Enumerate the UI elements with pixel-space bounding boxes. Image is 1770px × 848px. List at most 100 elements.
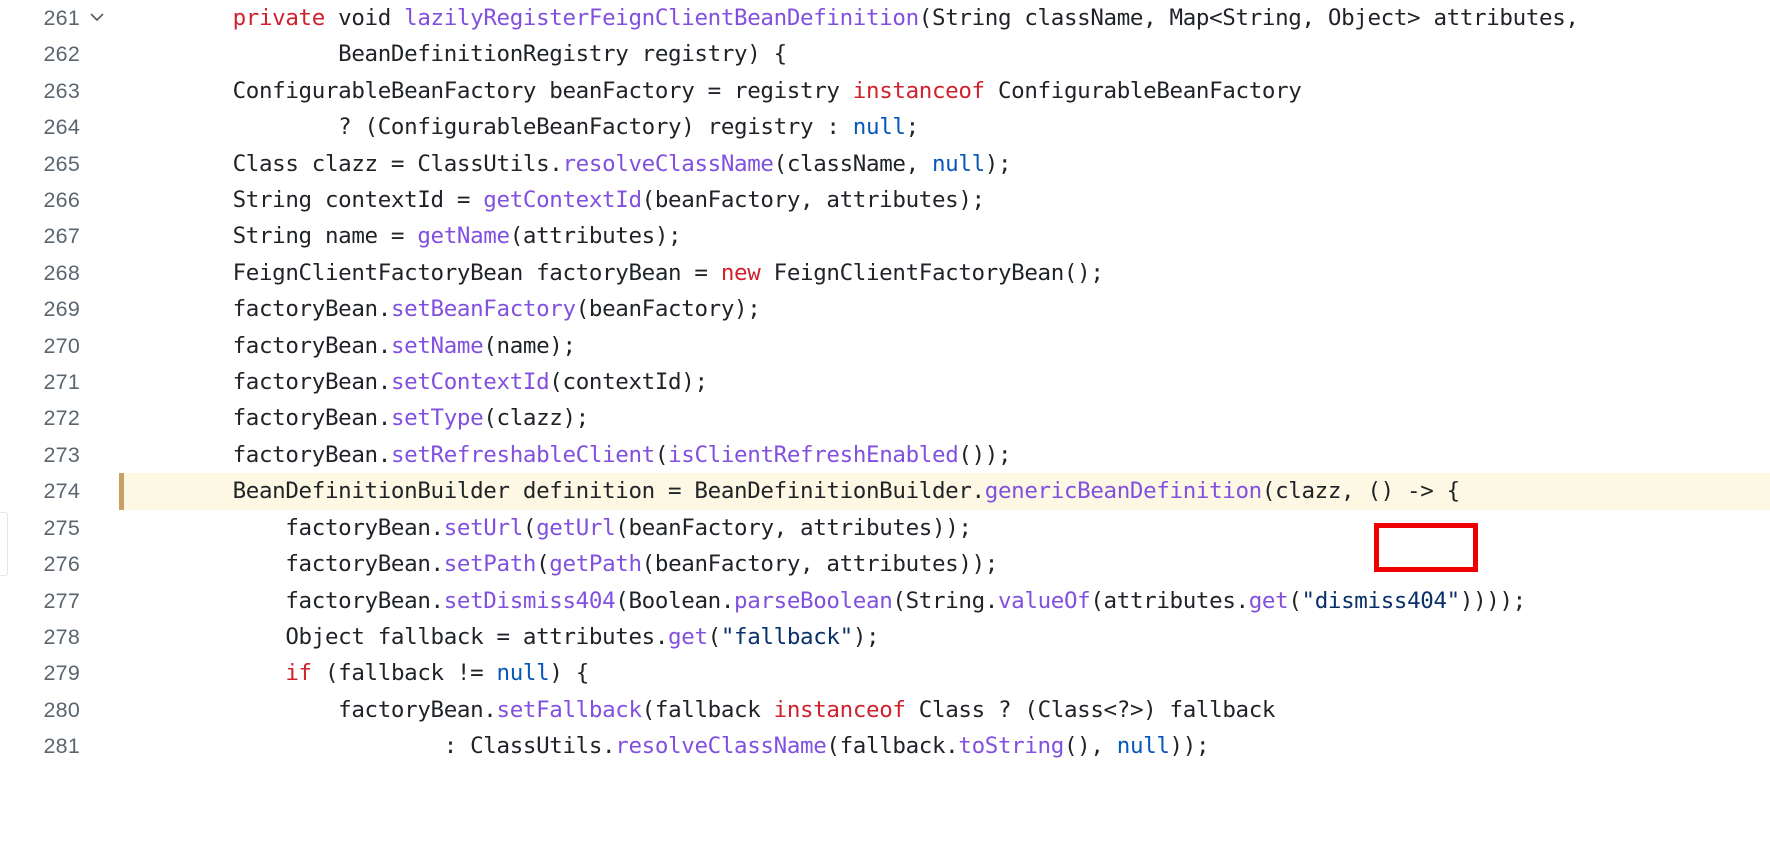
- line-number-gutter[interactable]: 278: [0, 619, 119, 655]
- code-line-row[interactable]: 266 String contextId = getContextId(bean…: [0, 182, 1770, 218]
- line-number-gutter[interactable]: 262: [0, 36, 119, 72]
- code-line-content[interactable]: factoryBean.setDismiss404(Boolean.parseB…: [119, 583, 1770, 619]
- line-number-gutter[interactable]: 267: [0, 218, 119, 254]
- line-number-gutter[interactable]: 268: [0, 255, 119, 291]
- code-token-pl: BeanDefinitionRegistry registry) {: [127, 41, 787, 68]
- code-line-row[interactable]: 276 factoryBean.setPath(getPath(beanFact…: [0, 546, 1770, 582]
- line-number: 271: [43, 370, 80, 395]
- code-line-row[interactable]: 271 factoryBean.setContextId(contextId);: [0, 364, 1770, 400]
- code-line-row[interactable]: 265 Class clazz = ClassUtils.resolveClas…: [0, 146, 1770, 182]
- code-token-pl: (clazz, () -> {: [1261, 478, 1460, 505]
- line-number-gutter[interactable]: 273: [0, 437, 119, 473]
- code-line-content[interactable]: factoryBean.setPath(getPath(beanFactory,…: [119, 546, 1770, 582]
- code-lines-table: 261 private void lazilyRegisterFeignClie…: [0, 0, 1770, 764]
- code-token-pl: (String className, Map<String, Object> a…: [918, 5, 1579, 31]
- code-line-content[interactable]: BeanDefinitionRegistry registry) {: [119, 36, 1770, 72]
- code-line-row[interactable]: 277 factoryBean.setDismiss404(Boolean.pa…: [0, 583, 1770, 619]
- code-token-fn: setType: [390, 405, 484, 432]
- code-line-content[interactable]: String contextId = getContextId(beanFact…: [119, 182, 1770, 218]
- code-line-row[interactable]: 268 FeignClientFactoryBean factoryBean =…: [0, 255, 1770, 291]
- chevron-down-icon[interactable]: [87, 7, 107, 27]
- line-number-gutter[interactable]: 270: [0, 328, 119, 364]
- line-number: 261: [43, 6, 80, 30]
- code-line-content[interactable]: String name = getName(attributes);: [119, 218, 1770, 254]
- line-number-gutter[interactable]: 264: [0, 109, 119, 145]
- line-number-gutter[interactable]: 280: [0, 692, 119, 728]
- code-token-pl: (),: [1063, 733, 1117, 760]
- code-line-row[interactable]: 261 private void lazilyRegisterFeignClie…: [0, 0, 1770, 36]
- line-number-gutter[interactable]: 274: [0, 473, 119, 509]
- code-token-pl: ());: [958, 441, 1012, 468]
- line-number-gutter[interactable]: 261: [0, 0, 119, 36]
- line-number: 276: [43, 552, 80, 577]
- code-line-row[interactable]: 272 factoryBean.setType(clazz);: [0, 400, 1770, 436]
- code-token-pl: (className,: [773, 150, 932, 177]
- line-number-gutter[interactable]: 272: [0, 400, 119, 436]
- code-line-content[interactable]: factoryBean.setUrl(getUrl(beanFactory, a…: [119, 510, 1770, 546]
- code-token-fn: resolveClassName: [615, 733, 827, 760]
- code-line-row[interactable]: 263 ConfigurableBeanFactory beanFactory …: [0, 73, 1770, 109]
- line-number-gutter[interactable]: 263: [0, 73, 119, 109]
- code-line-content[interactable]: factoryBean.setFallback(fallback instanc…: [119, 692, 1770, 728]
- code-line-content[interactable]: factoryBean.setBeanFactory(beanFactory);: [119, 291, 1770, 327]
- code-line-row[interactable]: 275 factoryBean.setUrl(getUrl(beanFactor…: [0, 510, 1770, 546]
- line-number-gutter[interactable]: 271: [0, 364, 119, 400]
- code-line-row[interactable]: 267 String name = getName(attributes);: [0, 218, 1770, 254]
- code-line-row[interactable]: 280 factoryBean.setFallback(fallback ins…: [0, 692, 1770, 728]
- code-line-content[interactable]: factoryBean.setName(name);: [119, 328, 1770, 364]
- code-line-content[interactable]: factoryBean.setContextId(contextId);: [119, 364, 1770, 400]
- code-token-pl: [127, 660, 285, 686]
- code-line-row[interactable]: 278 Object fallback = attributes.get("fa…: [0, 619, 1770, 655]
- code-line-content[interactable]: : ClassUtils.resolveClassName(fallback.t…: [119, 728, 1770, 764]
- line-number: 269: [43, 297, 80, 322]
- code-token-pl: factoryBean.: [127, 405, 392, 432]
- line-number-gutter[interactable]: 281: [0, 728, 119, 764]
- code-token-pl: String contextId =: [127, 187, 484, 214]
- code-token-pl: ));: [1169, 733, 1210, 760]
- code-line-row[interactable]: 269 factoryBean.setBeanFactory(beanFacto…: [0, 291, 1770, 327]
- code-line-row[interactable]: 273 factoryBean.setRefreshableClient(isC…: [0, 437, 1770, 473]
- code-token-fn: toString: [958, 733, 1064, 760]
- line-number-gutter[interactable]: 277: [0, 583, 119, 619]
- code-token-pl: (fallback.: [826, 733, 959, 760]
- code-token-kw: if: [285, 660, 312, 687]
- line-number-gutter[interactable]: 265: [0, 146, 119, 182]
- code-line-row[interactable]: 262 BeanDefinitionRegistry registry) {: [0, 36, 1770, 72]
- code-token-pl: factoryBean.: [127, 514, 444, 541]
- line-number-gutter[interactable]: 269: [0, 291, 119, 327]
- code-token-null: null: [931, 150, 985, 177]
- code-line-row[interactable]: 270 factoryBean.setName(name);: [0, 328, 1770, 364]
- code-token-fn: setBeanFactory: [390, 296, 576, 323]
- code-line-content[interactable]: Class clazz = ClassUtils.resolveClassNam…: [119, 146, 1770, 182]
- line-number: 277: [43, 588, 80, 613]
- code-line-content[interactable]: factoryBean.setRefreshableClient(isClien…: [119, 437, 1770, 473]
- code-line-row[interactable]: 279 if (fallback != null) {: [0, 655, 1770, 691]
- line-number-gutter[interactable]: 275: [0, 510, 119, 546]
- code-line-content[interactable]: Object fallback = attributes.get("fallba…: [119, 619, 1770, 655]
- code-line-row[interactable]: 274 BeanDefinitionBuilder definition = B…: [0, 473, 1770, 510]
- code-token-pl: (contextId);: [549, 369, 708, 396]
- code-line-content[interactable]: ConfigurableBeanFactory beanFactory = re…: [119, 73, 1770, 109]
- code-line-content[interactable]: FeignClientFactoryBean factoryBean = new…: [119, 255, 1770, 291]
- line-number-gutter[interactable]: 276: [0, 546, 119, 582]
- code-token-kw: new: [720, 259, 761, 286]
- code-line-content[interactable]: factoryBean.setType(clazz);: [119, 400, 1770, 436]
- code-token-fn: resolveClassName: [562, 150, 774, 177]
- code-line-content[interactable]: BeanDefinitionBuilder definition = BeanD…: [119, 473, 1770, 510]
- code-token-pl: ))));: [1459, 587, 1526, 614]
- code-line-row[interactable]: 281 : ClassUtils.resolveClassName(fallba…: [0, 728, 1770, 764]
- code-line-text: factoryBean.setPath(getPath(beanFactory,…: [119, 546, 1770, 582]
- line-number-gutter[interactable]: 266: [0, 182, 119, 218]
- code-token-null: null: [496, 660, 550, 687]
- line-number-gutter[interactable]: 279: [0, 655, 119, 691]
- code-line-content[interactable]: if (fallback != null) {: [119, 655, 1770, 691]
- code-token-fn: setName: [390, 332, 484, 359]
- code-token-null: null: [852, 114, 906, 141]
- code-line-row[interactable]: 264 ? (ConfigurableBeanFactory) registry…: [0, 109, 1770, 145]
- code-line-text: : ClassUtils.resolveClassName(fallback.t…: [119, 728, 1770, 764]
- line-number: 272: [43, 406, 80, 431]
- code-line-content[interactable]: private void lazilyRegisterFeignClientBe…: [119, 0, 1770, 36]
- code-token-fn: setUrl: [443, 514, 524, 541]
- code-line-content[interactable]: ? (ConfigurableBeanFactory) registry : n…: [119, 109, 1770, 145]
